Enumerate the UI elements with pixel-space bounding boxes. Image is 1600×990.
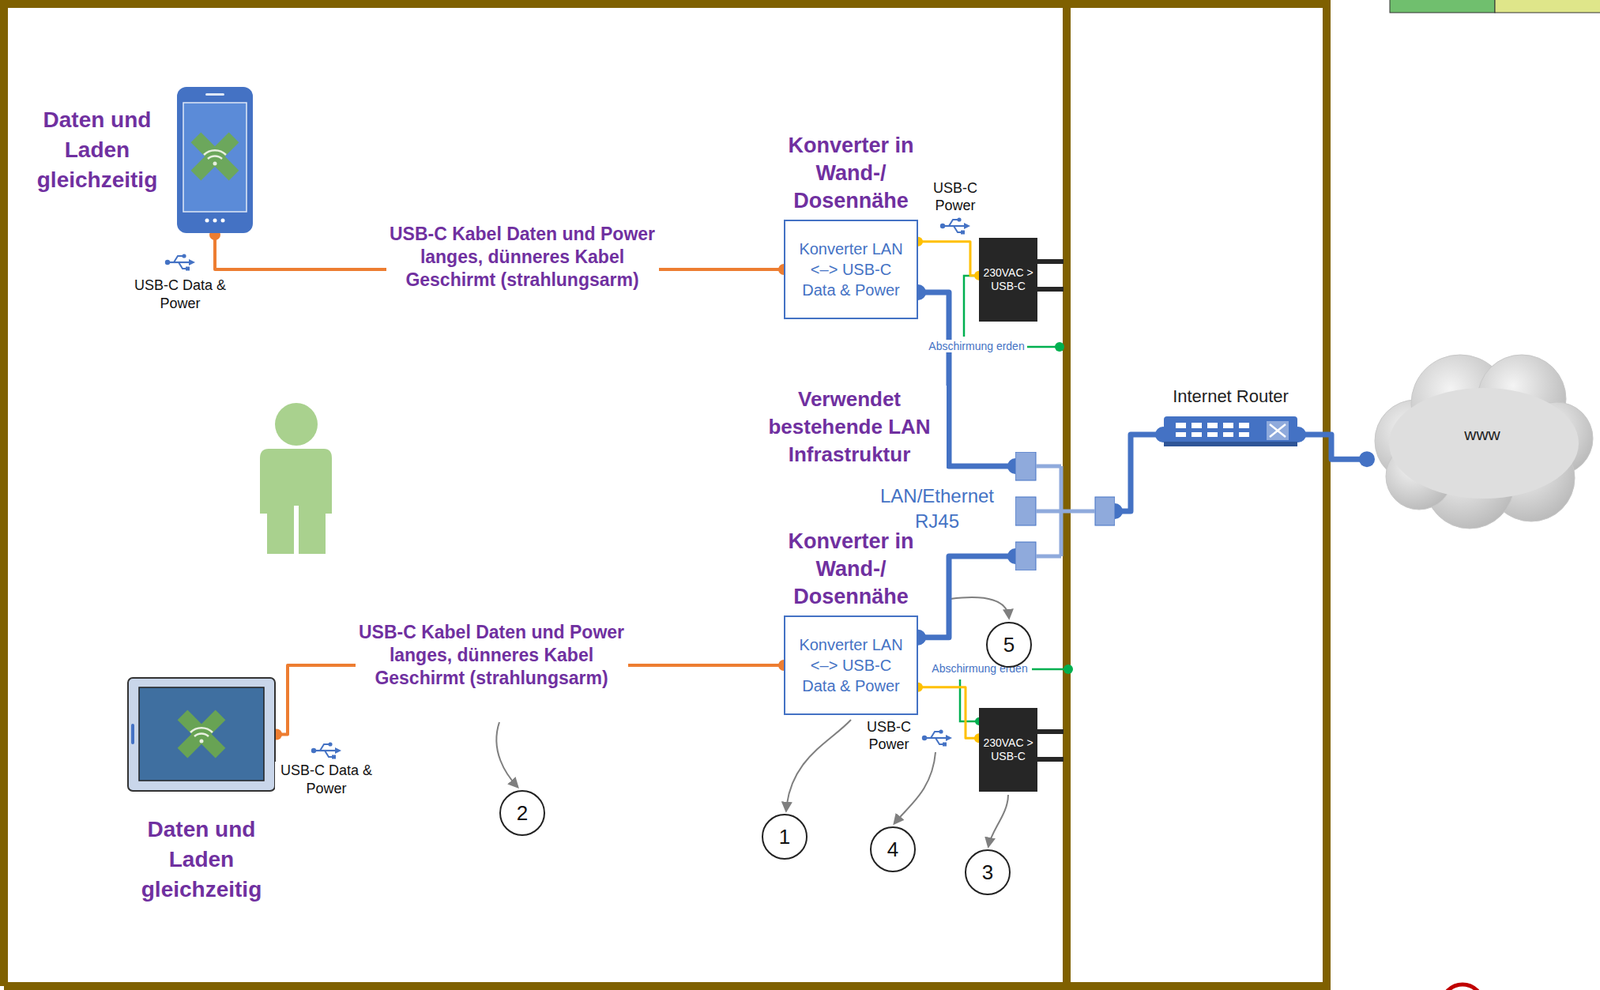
node-text: LAN/Ethernet RJ45: [869, 483, 1005, 535]
node-text: 230VAC > USB-C: [978, 736, 1038, 765]
node-text: Konverter LAN <–> USB-C Data & Power: [785, 634, 917, 697]
callout-number: 5: [986, 621, 1032, 668]
connector: [913, 682, 984, 743]
node-text: Konverter in Wand-/ Dosennähe: [766, 527, 937, 611]
usb-icon: [922, 729, 953, 746]
edge-label: USB-C Power: [860, 719, 918, 753]
text-label: Abschirmung erden: [927, 339, 1026, 353]
psu-node: 230VAC > USB-C: [978, 707, 1038, 792]
router-icon: [1163, 413, 1299, 449]
phone-node: Daten und Laden gleichzeitig: [175, 85, 255, 235]
lan-node: LAN/Ethernet RJ45: [1015, 451, 1115, 571]
swatch: [1494, 0, 1600, 13]
psu-node: 230VAC > USB-C: [978, 237, 1038, 322]
conv-node: Konverter in Wand-/ DosennäheKonverter L…: [783, 615, 919, 716]
node-text: 230VAC > USB-C: [978, 266, 1038, 294]
usb-icon: [940, 217, 971, 234]
router-node: Internet Router: [1163, 413, 1299, 449]
callout-number: 3: [964, 849, 1011, 896]
tablet-node: Daten und Laden gleichzeitig: [126, 676, 277, 793]
text-label: Verwendet bestehende LAN Infrastruktur: [752, 385, 947, 469]
stamp-arc: [1441, 984, 1484, 990]
callout-number: 4: [869, 826, 916, 873]
room-wall: [3, 3, 1327, 987]
node-text: Internet Router: [1144, 386, 1318, 407]
connector: [1290, 426, 1375, 467]
usb-icon: [165, 253, 196, 271]
cloud-node: www: [1366, 342, 1598, 531]
node-text: www: [1464, 425, 1501, 445]
person-figure: [259, 402, 332, 554]
connector: [913, 237, 984, 281]
usb-icon: [311, 741, 342, 759]
text-label: USB-C Data & Power: [128, 276, 232, 314]
node-text: Konverter in Wand-/ Dosennähe: [766, 131, 937, 215]
edge-label: USB-C Kabel Daten und Power langes, dünn…: [355, 621, 629, 689]
edge-label: USB-C Power: [926, 180, 984, 215]
node-text: Daten und Laden gleichzeitig: [134, 814, 269, 904]
node-text: Daten und Laden gleichzeitig: [30, 105, 165, 195]
edge-label: USB-C Kabel Daten und Power langes, dünn…: [386, 222, 659, 291]
text-label: USB-C Data & Power: [274, 761, 378, 799]
tablet: [126, 676, 277, 793]
conv-node: Konverter in Wand-/ DosennäheKonverter L…: [783, 219, 919, 320]
smartphone: [175, 85, 255, 235]
callout-number: 1: [761, 813, 808, 860]
node-text: Konverter LAN <–> USB-C Data & Power: [785, 238, 917, 301]
callout-number: 2: [499, 790, 546, 836]
swatch: [1389, 0, 1495, 13]
connector: [1106, 426, 1171, 520]
rj45-sockets: [1015, 451, 1115, 571]
